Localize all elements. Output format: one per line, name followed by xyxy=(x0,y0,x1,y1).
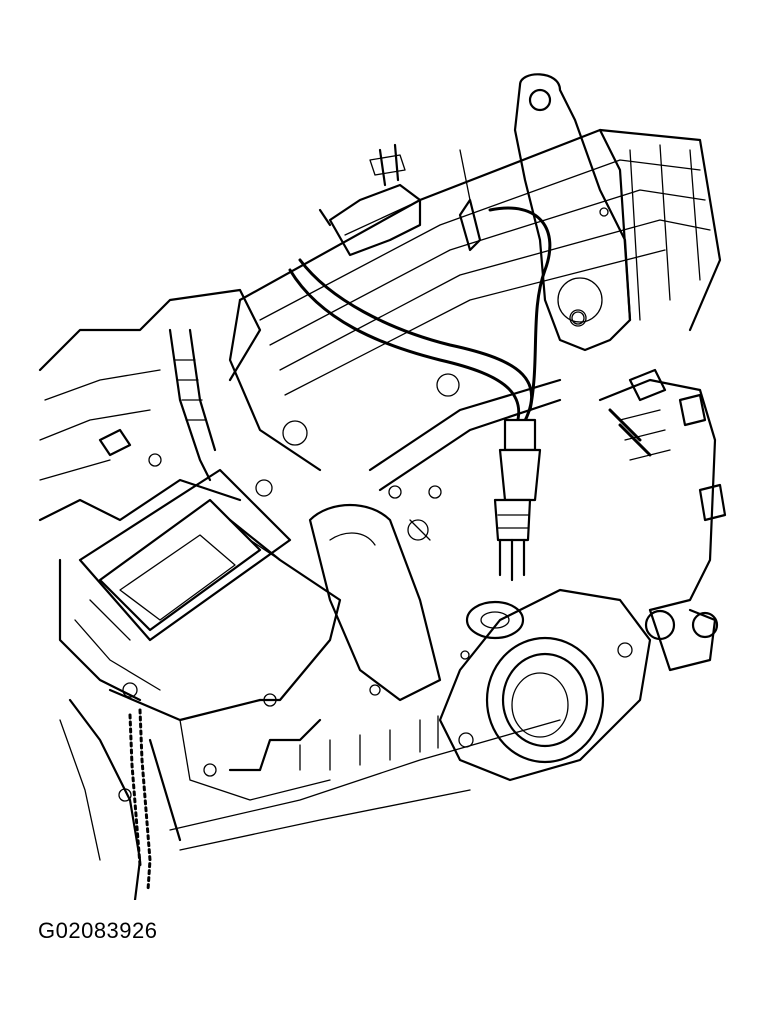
wiring-harness xyxy=(288,143,552,442)
oxygen-sensor xyxy=(465,418,542,640)
connector-cluster xyxy=(598,368,727,672)
engine-block xyxy=(38,288,561,900)
timing-chain xyxy=(128,708,152,892)
exhaust-manifold xyxy=(228,378,562,702)
figure-id-label: G02083926 xyxy=(38,918,158,943)
engine-illustration xyxy=(38,73,727,900)
heat-shield xyxy=(98,328,217,482)
lift-bracket xyxy=(513,73,632,352)
bolt-details xyxy=(263,485,470,707)
exhaust-flange xyxy=(438,588,652,782)
valve-cover xyxy=(228,128,722,472)
